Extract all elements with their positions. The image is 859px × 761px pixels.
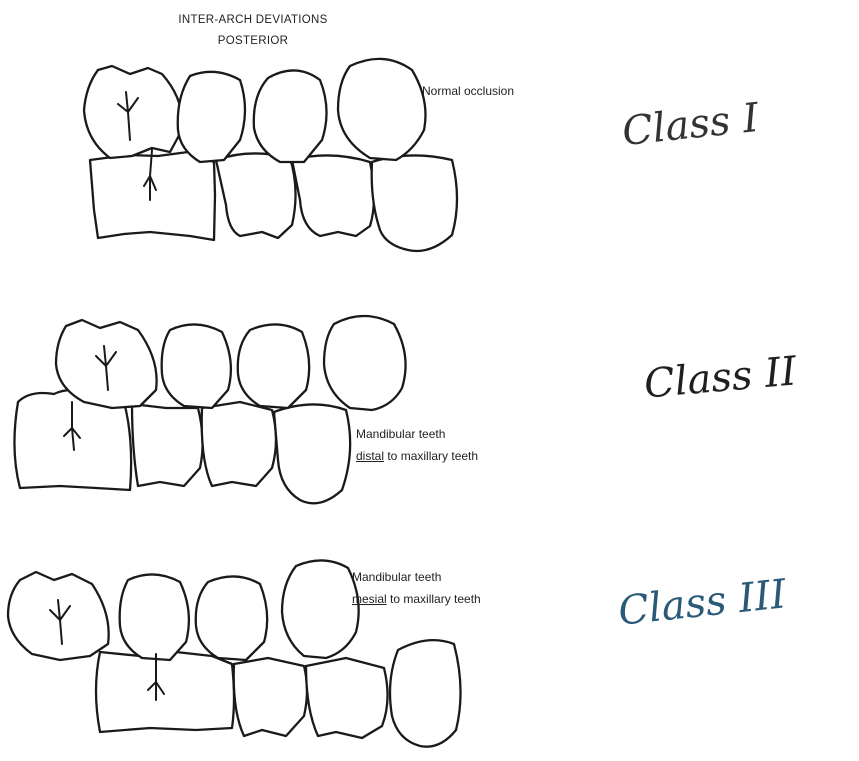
mandibular-molar bbox=[90, 152, 215, 240]
mandibular-premolar bbox=[202, 402, 276, 486]
mandibular-teeth-row bbox=[90, 152, 457, 251]
mandibular-premolar bbox=[132, 404, 203, 486]
maxillary-premolar bbox=[162, 324, 231, 408]
caption-class-ii: Mandibular teeth distal to maxillary tee… bbox=[356, 423, 478, 467]
mandibular-premolar bbox=[234, 658, 307, 736]
maxillary-molar bbox=[84, 66, 182, 158]
maxillary-premolar bbox=[178, 72, 245, 162]
handwritten-class-ii-label: Class II bbox=[642, 348, 798, 407]
maxillary-molar bbox=[8, 572, 109, 660]
mesial-term: mesial bbox=[352, 592, 387, 606]
caption-line: distal to maxillary teeth bbox=[356, 445, 478, 467]
class-ii-drawing bbox=[0, 290, 520, 520]
caption-line: Mandibular teeth bbox=[352, 566, 481, 588]
caption-normal-occlusion: Normal occlusion bbox=[422, 80, 514, 102]
mandibular-canine bbox=[390, 640, 461, 747]
maxillary-canine bbox=[338, 59, 426, 160]
maxillary-canine bbox=[282, 560, 359, 658]
maxillary-premolar bbox=[196, 576, 267, 660]
mandibular-teeth-row bbox=[14, 390, 350, 503]
normal-occlusion-drawing bbox=[0, 0, 520, 270]
handwritten-class-iii-label: Class III bbox=[616, 571, 788, 634]
maxillary-premolar bbox=[254, 70, 327, 162]
caption-line: mesial to maxillary teeth bbox=[352, 588, 481, 610]
maxillary-premolar bbox=[238, 324, 309, 408]
caption-class-iii: Mandibular teeth mesial to maxillary tee… bbox=[352, 566, 481, 610]
distal-term: distal bbox=[356, 449, 384, 463]
handwritten-class-i-label: Class I bbox=[620, 95, 761, 155]
mandibular-premolar bbox=[216, 153, 296, 238]
caption-line: Mandibular teeth bbox=[356, 423, 478, 445]
maxillary-premolar bbox=[120, 574, 189, 660]
maxillary-canine bbox=[324, 316, 406, 410]
mandibular-premolar bbox=[292, 155, 374, 236]
mandibular-premolar bbox=[306, 658, 388, 738]
mandibular-canine bbox=[274, 404, 350, 503]
mandibular-canine bbox=[372, 155, 457, 251]
mandibular-molar bbox=[96, 652, 234, 732]
